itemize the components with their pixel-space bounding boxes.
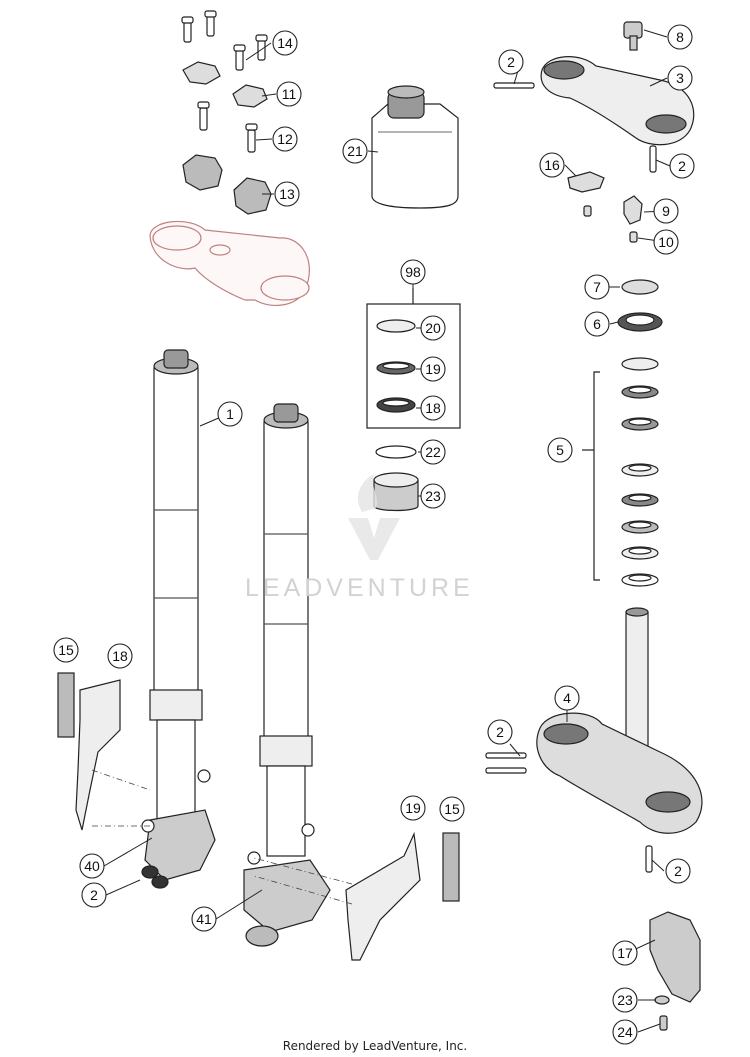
footer-credit: Rendered by LeadVenture, Inc. xyxy=(282,1039,468,1053)
callout-12: 12 xyxy=(272,126,298,152)
callout-label-1: 1 xyxy=(226,406,234,422)
bearing-bracket-lines xyxy=(582,371,600,581)
callout-17: 17 xyxy=(612,940,638,966)
callout-2d: 2 xyxy=(665,858,691,884)
seal-kit-box xyxy=(366,288,461,512)
callout-label-23a: 23 xyxy=(425,488,441,504)
callout-16: 16 xyxy=(539,152,565,178)
handlebar-bolts xyxy=(181,10,268,153)
callout-5: 5 xyxy=(547,437,573,463)
callout-label-2c: 2 xyxy=(496,724,504,740)
callout-15b: 15 xyxy=(439,796,465,822)
callout-18a: 18 xyxy=(420,395,446,421)
callout-8: 8 xyxy=(667,24,693,50)
callout-label-17: 17 xyxy=(617,945,633,961)
callout-label-3: 3 xyxy=(676,70,684,86)
watermark-logo xyxy=(348,474,400,560)
callout-label-2d: 2 xyxy=(674,863,682,879)
callout-13: 13 xyxy=(274,181,300,207)
callout-label-23b: 23 xyxy=(617,992,633,1008)
callout-label-8: 8 xyxy=(676,29,684,45)
upper-triple-clamp xyxy=(493,21,695,173)
callout-label-20: 20 xyxy=(425,320,441,336)
callout-14: 14 xyxy=(272,30,298,56)
callout-2b: 2 xyxy=(669,153,695,179)
callout-98: 98 xyxy=(400,259,426,285)
callout-19a: 19 xyxy=(420,356,446,382)
callout-21: 21 xyxy=(342,138,368,164)
callout-2e: 2 xyxy=(81,882,107,908)
upper-triple-clamp-ghost xyxy=(149,220,310,307)
callout-label-41: 41 xyxy=(196,911,212,927)
callout-label-5: 5 xyxy=(556,442,564,458)
callout-11: 11 xyxy=(276,81,302,107)
bracket-small-parts xyxy=(567,171,643,243)
callout-3: 3 xyxy=(667,65,693,91)
callout-6: 6 xyxy=(584,311,610,337)
caliper-bracket xyxy=(649,911,701,1031)
callout-label-16: 16 xyxy=(544,157,560,173)
fork-guard-right xyxy=(345,831,421,961)
callout-41: 41 xyxy=(191,906,217,932)
callout-label-15a: 15 xyxy=(58,642,74,658)
callout-7: 7 xyxy=(584,274,610,300)
callout-label-18a: 18 xyxy=(425,400,441,416)
callout-label-21: 21 xyxy=(347,143,363,159)
callout-label-9: 9 xyxy=(662,203,670,219)
callout-label-13: 13 xyxy=(279,186,295,202)
callout-1: 1 xyxy=(217,401,243,427)
assembly-lines xyxy=(91,769,353,905)
callout-label-11: 11 xyxy=(282,86,297,102)
callout-label-19a: 19 xyxy=(425,361,441,377)
left-fork-leg xyxy=(141,349,216,889)
callout-2a: 2 xyxy=(498,49,524,75)
callout-label-24: 24 xyxy=(617,1024,633,1040)
right-fork-leg xyxy=(243,403,331,947)
callout-18b: 18 xyxy=(107,643,133,669)
callout-label-4: 4 xyxy=(563,690,571,706)
stickers xyxy=(57,672,460,902)
callout-10: 10 xyxy=(653,229,679,255)
callout-label-2e: 2 xyxy=(90,887,98,903)
callout-label-2b: 2 xyxy=(678,158,686,174)
callout-label-2a: 2 xyxy=(507,54,515,70)
callout-label-14: 14 xyxy=(277,35,293,51)
watermark-text: LEADVENTURE xyxy=(245,574,474,602)
handlebar-clamps-upper xyxy=(182,61,268,108)
callout-24: 24 xyxy=(612,1019,638,1045)
callout-20: 20 xyxy=(420,315,446,341)
fork-oil-bottle xyxy=(371,85,459,209)
callout-label-40: 40 xyxy=(84,858,100,874)
callout-40: 40 xyxy=(79,853,105,879)
callout-label-19b: 19 xyxy=(405,800,421,816)
steering-bearings xyxy=(617,279,663,587)
callout-4: 4 xyxy=(554,685,580,711)
callout-label-10: 10 xyxy=(658,234,674,250)
callout-22: 22 xyxy=(420,439,446,465)
callout-19b: 19 xyxy=(400,795,426,821)
callout-label-12: 12 xyxy=(277,131,293,147)
callout-label-6: 6 xyxy=(593,316,601,332)
callouts: 14 11 12 13 8 2 3 21 2 16 9 10 98 7 6 20… xyxy=(53,24,695,1045)
handlebar-clamps-lower xyxy=(182,154,272,215)
callout-15a: 15 xyxy=(53,637,79,663)
callout-23a: 23 xyxy=(420,483,446,509)
fork-guard-left xyxy=(75,679,121,831)
callout-label-18b: 18 xyxy=(112,648,128,664)
callout-label-7: 7 xyxy=(593,279,601,295)
callout-label-98: 98 xyxy=(405,264,421,280)
lower-triple-clamp xyxy=(485,607,703,873)
callout-9: 9 xyxy=(653,198,679,224)
callout-2c: 2 xyxy=(487,719,513,745)
callout-23b: 23 xyxy=(612,987,638,1013)
callout-label-22: 22 xyxy=(425,444,441,460)
callout-label-15b: 15 xyxy=(444,801,460,817)
